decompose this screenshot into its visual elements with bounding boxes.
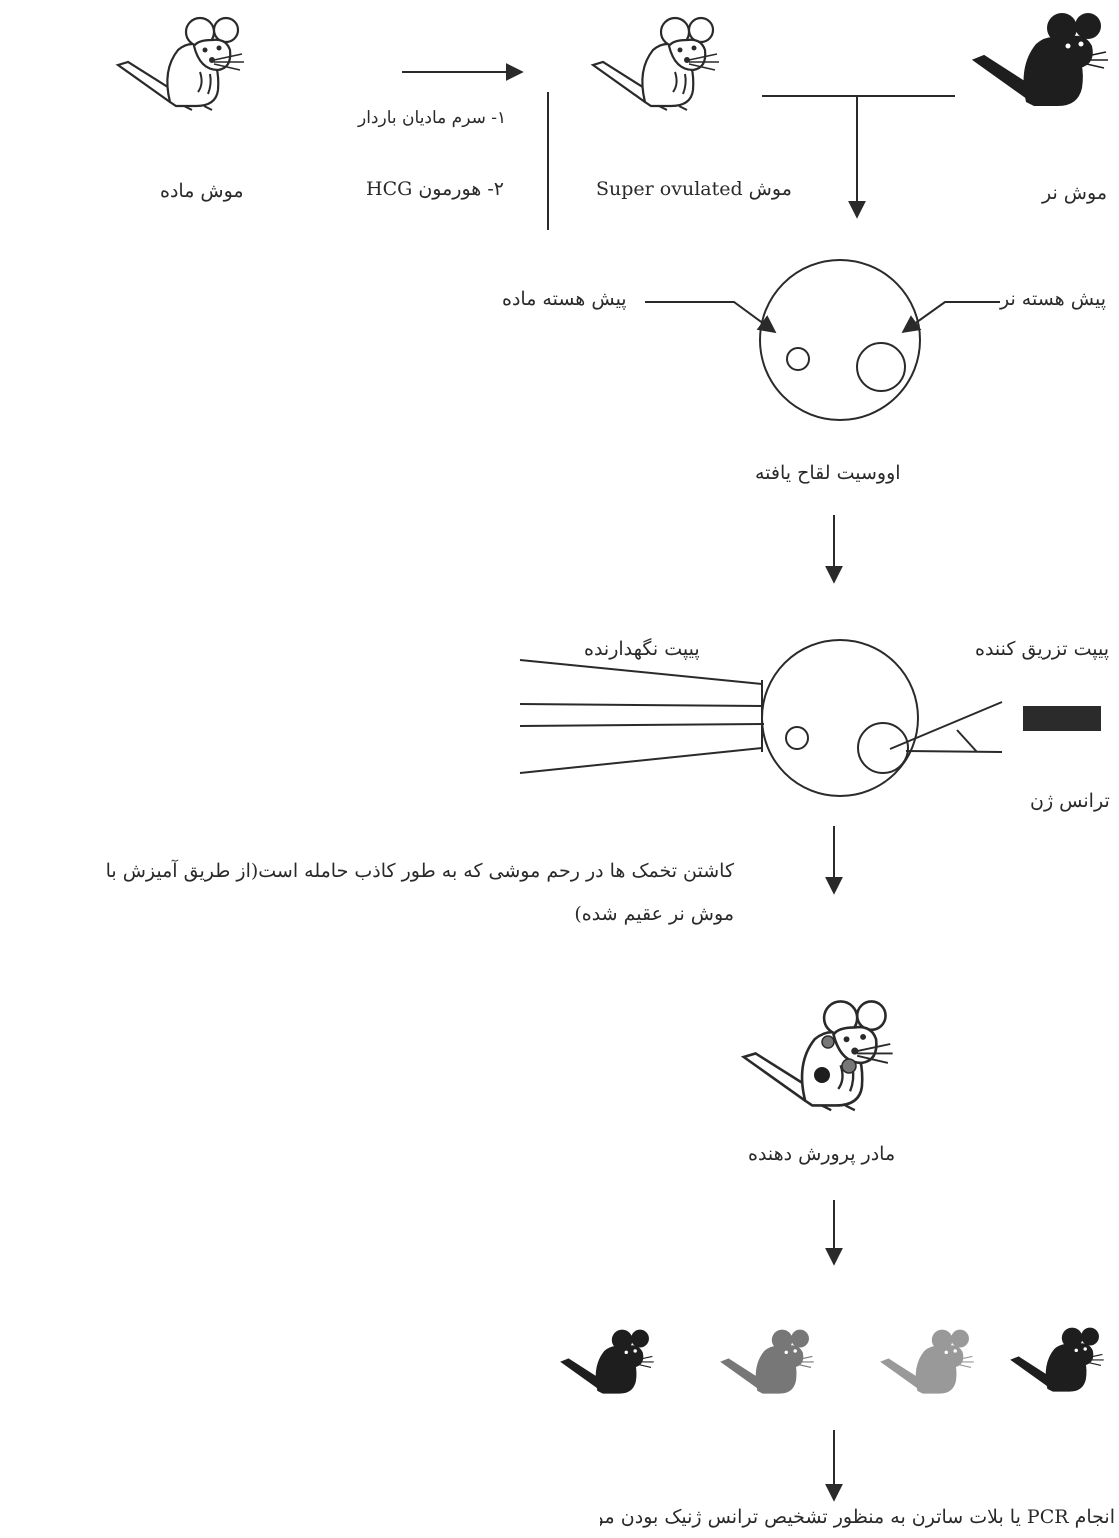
holding-pipette-line xyxy=(519,747,763,774)
female-pronucleus-circle xyxy=(785,726,809,750)
offspring-mouse-icon xyxy=(880,1328,975,1395)
injecting-pipette-line xyxy=(889,701,1003,750)
label-foster-mother: مادر پرورش دهنده xyxy=(748,1143,896,1165)
label-hormone-1: ۱- سرم مادیان باردار xyxy=(358,108,507,128)
white-mouse-icon xyxy=(116,16,246,112)
male-pronucleus-circle xyxy=(856,342,906,392)
foster-mouse-icon xyxy=(742,1000,894,1112)
black-mouse-icon xyxy=(973,12,1109,107)
transgene-dna-block xyxy=(1023,706,1101,731)
label-male-pronucleus: پیش هسته نر xyxy=(1000,288,1106,310)
implantation-line-1: کاشتن تخمک ها در رحم موشی که به طور کاذب… xyxy=(105,860,734,882)
label-fertilized-oocyte: اووسیت لقاح یافته xyxy=(755,462,901,484)
injecting-pipette-bevel xyxy=(956,729,978,753)
holding-pipette-line xyxy=(519,659,763,685)
female-pronucleus-circle xyxy=(786,347,810,371)
zygote xyxy=(759,259,921,421)
label-female-mouse: موش ماده xyxy=(160,180,244,202)
label-hormone-2: ۲- هورمون HCG xyxy=(366,178,504,200)
offspring-mouse-icon xyxy=(560,1328,655,1395)
label-female-pronucleus: پیش هسته ماده xyxy=(502,288,627,310)
arrow-female-pronucleus xyxy=(645,301,777,334)
male-pronucleus-circle xyxy=(857,722,909,774)
holding-pipette-line xyxy=(519,723,765,727)
label-pcr-southern: انجام PCR یا بلات ساترن به منظور تشخیص ت… xyxy=(600,1506,1115,1528)
implantation-text: کاشتن تخمک ها در رحم موشی که به طور کاذب… xyxy=(4,850,734,936)
label-holding-pipette: پیپت نگهدارنده xyxy=(584,638,700,660)
label-male-mouse: موش نر xyxy=(1042,182,1107,204)
label-injecting-pipette: پیپت تزریق کننده xyxy=(975,638,1110,660)
injecting-pipette-line xyxy=(905,750,1003,753)
implantation-line-2: موش نر عقیم شده) xyxy=(574,903,734,925)
offspring-mouse-icon xyxy=(720,1328,815,1395)
white-mouse-icon xyxy=(591,16,721,112)
label-superovulated: موش Super ovulated xyxy=(596,178,792,200)
offspring-mouse-icon xyxy=(1010,1326,1105,1393)
arrow-male-pronucleus xyxy=(901,301,1000,334)
holding-pipette-line xyxy=(519,703,765,707)
injected-zygote xyxy=(761,639,919,797)
label-transgene: ترانس ژن xyxy=(1030,790,1110,812)
